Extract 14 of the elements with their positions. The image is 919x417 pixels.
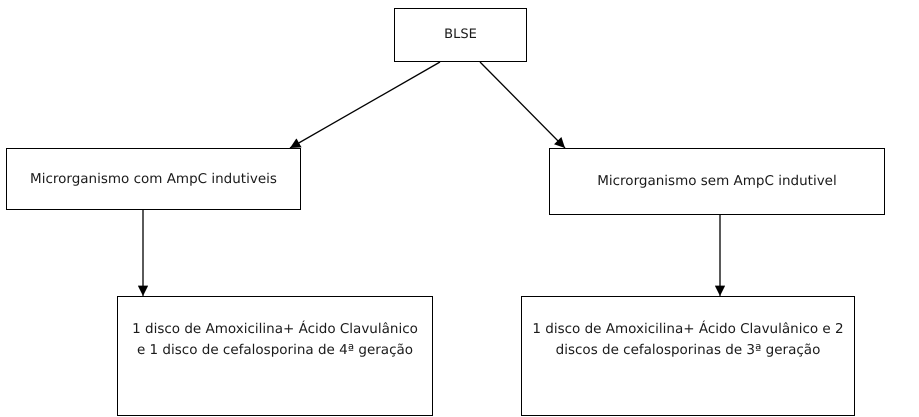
- process-box: [394, 8, 527, 62]
- process-box: [549, 148, 885, 215]
- box-text: Microrganismo sem AmpC indutivel: [597, 172, 837, 192]
- arrow: [480, 62, 566, 148]
- box-text: 1 disco de Amoxicilina+ Ácido Clavulânico e 2 discos de cefalosporinas de 3ª geração: [532, 320, 844, 360]
- box-text: Microrganismo com AmpC indutiveis: [30, 170, 277, 189]
- process-box: [521, 296, 855, 416]
- process-box: [117, 296, 433, 416]
- process-box: [6, 148, 301, 210]
- box-text: 1 disco de Amoxicilina+ Ácido Clavulânico e 1 disco de cefalosporina de 4ª geração: [131, 320, 419, 360]
- arrow: [714, 215, 726, 296]
- arrow: [290, 61, 440, 149]
- box-text: BLSE: [444, 26, 477, 44]
- arrow: [138, 210, 148, 296]
